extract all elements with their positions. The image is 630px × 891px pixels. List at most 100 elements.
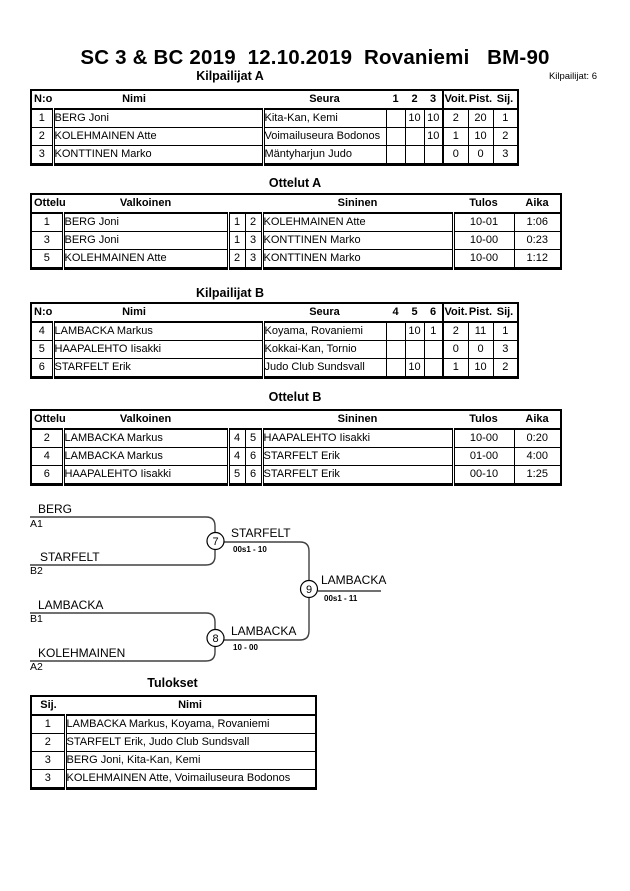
seed-a2-code: A2 xyxy=(30,661,43,673)
header-match-col-6: 6 xyxy=(424,303,443,323)
header-no: N:o xyxy=(31,303,53,323)
table-row: 3 KONTTINEN Marko Mäntyharjun Judo 0 0 3 xyxy=(30,145,519,165)
header-club: Seura xyxy=(263,303,386,323)
cell-blue-name: KONTTINEN Marko xyxy=(260,249,454,269)
header-row: Sij. Nimi xyxy=(31,696,316,716)
cell-result: 10-00 xyxy=(451,428,515,448)
cell-result: 00-10 xyxy=(451,465,515,485)
pool-a-table: N:o Nimi Seura 1 2 3 Voit. Pist. Sij. 1 … xyxy=(30,89,519,166)
cell-no: 6 xyxy=(30,358,54,378)
cell-points: 10 xyxy=(467,127,494,146)
header-row: Ottelu Valkoinen Sininen Tulos Aika xyxy=(31,410,561,430)
matches-a-table: Ottelu Valkoinen Sininen Tulos Aika 1 BE… xyxy=(30,193,562,270)
cell-score-6 xyxy=(423,358,444,378)
bracket-line-b2 xyxy=(30,550,216,566)
header-match-col-1: 1 xyxy=(386,90,405,110)
match-8-circle xyxy=(206,628,225,648)
seed-b2-name: STARFELT xyxy=(40,550,100,564)
table-row: 3 BERG Joni 1 3 KONTTINEN Marko 10-00 0:… xyxy=(30,231,562,250)
cell-name: KOLEHMAINEN Atte, Voimailuseura Bodonos xyxy=(63,769,317,789)
cell-score-4 xyxy=(385,340,406,359)
header-place: Sij. xyxy=(493,303,518,323)
cell-place: 2 xyxy=(492,358,519,378)
cell-wins: 0 xyxy=(442,340,469,359)
cell-place: 3 xyxy=(30,769,66,789)
cell-score-2: 10 xyxy=(404,108,425,128)
header-spacer xyxy=(228,410,245,430)
bracket-line-a1 xyxy=(30,516,216,532)
match-9-circle xyxy=(299,579,319,599)
seed-b1-code: B1 xyxy=(30,613,43,625)
cell-score-1 xyxy=(385,145,406,165)
match-7-number: 7 xyxy=(212,536,218,548)
cell-wins: 2 xyxy=(442,321,469,341)
pool-a-heading: Kilpailijat A xyxy=(196,69,264,83)
table-row: 1 BERG Joni 1 2 KOLEHMAINEN Atte 10-01 1… xyxy=(30,212,562,232)
cell-match-no: 6 xyxy=(30,465,64,485)
cell-name: BERG Joni xyxy=(51,108,264,128)
header-spacer xyxy=(245,410,262,430)
cell-club: Kokkai-Kan, Tornio xyxy=(261,340,387,359)
cell-points: 0 xyxy=(467,145,494,165)
cell-place: 2 xyxy=(492,127,519,146)
cell-blue-no: 6 xyxy=(244,447,263,466)
table-row: 6 STARFELT Erik Judo Club Sundsvall 10 1… xyxy=(30,358,519,378)
cell-score-5: 10 xyxy=(404,321,425,341)
pool-b-table: N:o Nimi Seura 4 5 6 Voit. Pist. Sij. 4 … xyxy=(30,302,519,379)
cell-blue-name: KONTTINEN Marko xyxy=(260,231,454,250)
header-club: Seura xyxy=(263,90,386,110)
cell-blue-no: 3 xyxy=(244,231,263,250)
cell-match-no: 4 xyxy=(30,447,64,466)
table-row: 4 LAMBACKA Markus Koyama, Rovaniemi 10 1… xyxy=(30,321,519,341)
results-table: Sij. Nimi 1 LAMBACKA Markus, Koyama, Rov… xyxy=(30,695,317,790)
cell-name: STARFELT Erik xyxy=(51,358,264,378)
header-row: Ottelu Valkoinen Sininen Tulos Aika xyxy=(31,194,561,214)
header-match-col-2: 2 xyxy=(405,90,424,110)
cell-points: 11 xyxy=(467,321,494,341)
cell-score-1 xyxy=(385,127,406,146)
header-place: Sij. xyxy=(31,696,65,716)
header-points: Pist. xyxy=(468,303,493,323)
match-8-number: 8 xyxy=(212,633,218,645)
cell-club: Kita-Kan, Kemi xyxy=(261,108,387,128)
cell-white-name: BERG Joni xyxy=(61,212,229,232)
cell-club: Voimailuseura Bodonos xyxy=(261,127,387,146)
cell-match-no: 2 xyxy=(30,428,64,448)
table-row: 3 KOLEHMAINEN Atte, Voimailuseura Bodono… xyxy=(30,769,317,789)
cell-no: 1 xyxy=(30,108,54,128)
cell-score-5 xyxy=(404,340,425,359)
matches-b-table: Ottelu Valkoinen Sininen Tulos Aika 2 LA… xyxy=(30,409,562,486)
table-row: 5 HAAPALEHTO Iisakki Kokkai-Kan, Tornio … xyxy=(30,340,519,359)
match-8-score: 10 - 00 xyxy=(233,643,258,652)
header-row: N:o Nimi Seura 4 5 6 Voit. Pist. Sij. xyxy=(31,303,518,323)
cell-points: 10 xyxy=(467,358,494,378)
cell-blue-no: 5 xyxy=(244,428,263,448)
header-white: Valkoinen xyxy=(63,194,228,214)
cell-blue-name: HAAPALEHTO Iisakki xyxy=(260,428,454,448)
matches-b-heading: Ottelut B xyxy=(268,390,322,404)
cell-white-name: LAMBACKA Markus xyxy=(61,428,229,448)
header-name: Nimi xyxy=(65,696,316,716)
cell-white-name: LAMBACKA Markus xyxy=(61,447,229,466)
cell-place: 3 xyxy=(30,751,66,770)
cell-result: 10-00 xyxy=(451,231,515,250)
table-row: 1 LAMBACKA Markus, Koyama, Rovaniemi xyxy=(30,714,317,734)
header-white: Valkoinen xyxy=(63,410,228,430)
cell-match-no: 5 xyxy=(30,249,64,269)
cell-score-6 xyxy=(423,340,444,359)
header-name: Nimi xyxy=(53,90,263,110)
cell-wins: 1 xyxy=(442,358,469,378)
header-wins: Voit. xyxy=(442,303,468,323)
cell-blue-no: 3 xyxy=(244,249,263,269)
cell-white-no: 4 xyxy=(226,428,246,448)
header-result: Tulos xyxy=(453,410,514,430)
table-row: 2 KOLEHMAINEN Atte Voimailuseura Bodonos… xyxy=(30,127,519,146)
header-blue: Sininen xyxy=(262,194,453,214)
bracket-line-a2 xyxy=(30,647,216,662)
cell-place: 1 xyxy=(492,321,519,341)
cell-score-5: 10 xyxy=(404,358,425,378)
header-points: Pist. xyxy=(468,90,493,110)
cell-name: HAAPALEHTO Iisakki xyxy=(51,340,264,359)
cell-place: 1 xyxy=(492,108,519,128)
bracket-line-match7-out xyxy=(224,541,310,580)
